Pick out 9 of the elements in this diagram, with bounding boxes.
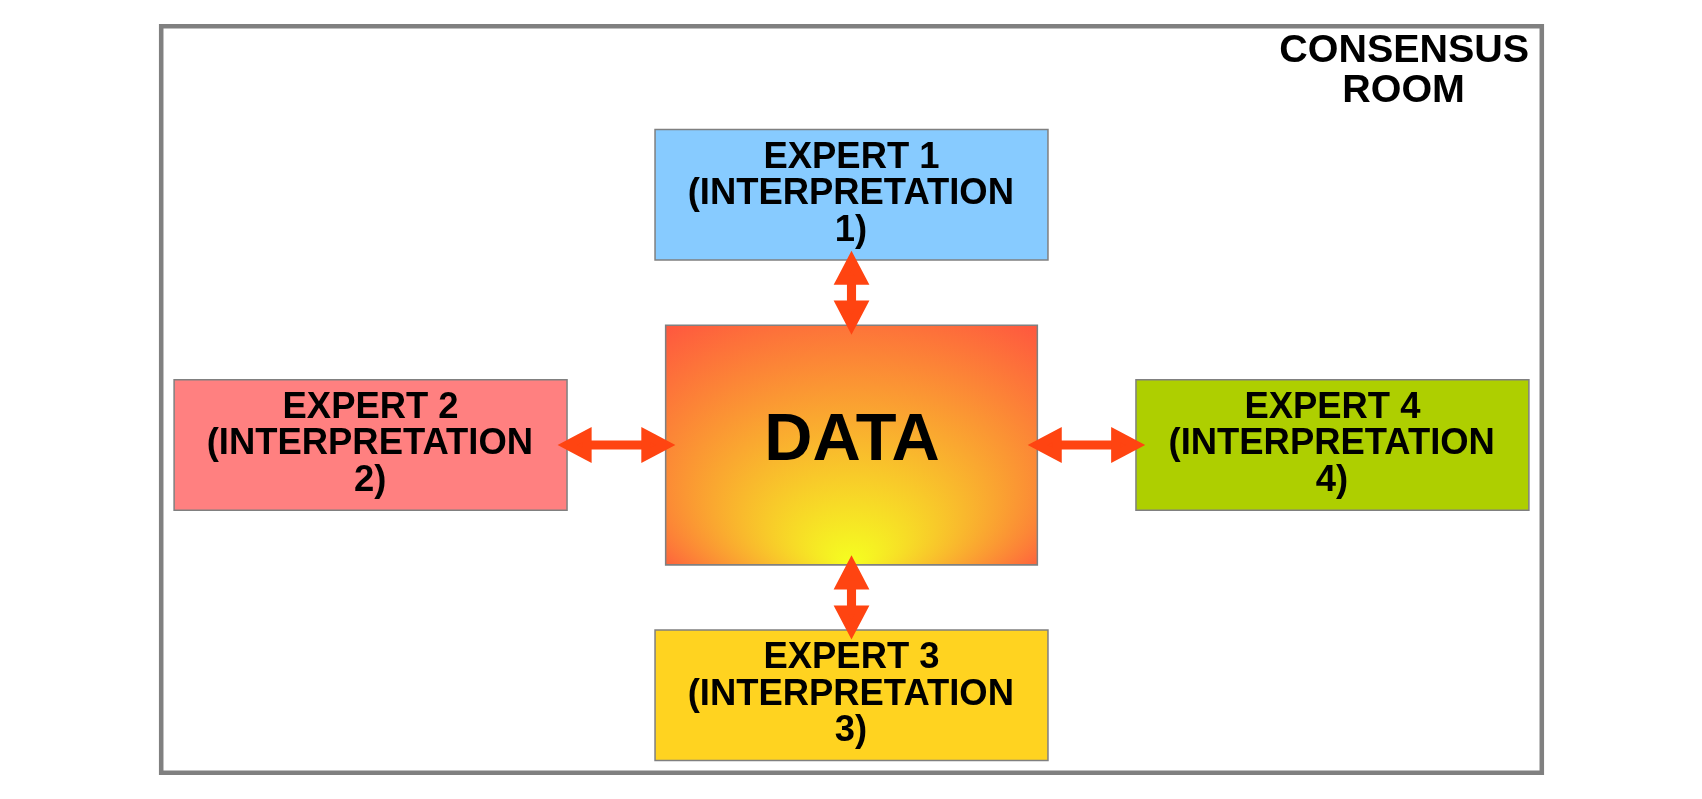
node-box: DATA: [664, 324, 1038, 566]
node-box: EXPERT 3 (INTERPRETATION 3): [653, 629, 1049, 762]
node-box: EXPERT 4 (INTERPRETATION 4): [1134, 379, 1530, 511]
node-box: EXPERT 2 (INTERPRETATION 2): [172, 379, 568, 511]
arrow: [557, 427, 675, 463]
arrow: [833, 250, 869, 335]
arrow: [833, 555, 869, 640]
node-box: EXPERT 1 (INTERPRETATION 1): [653, 128, 1049, 261]
arrow: [1027, 427, 1145, 463]
